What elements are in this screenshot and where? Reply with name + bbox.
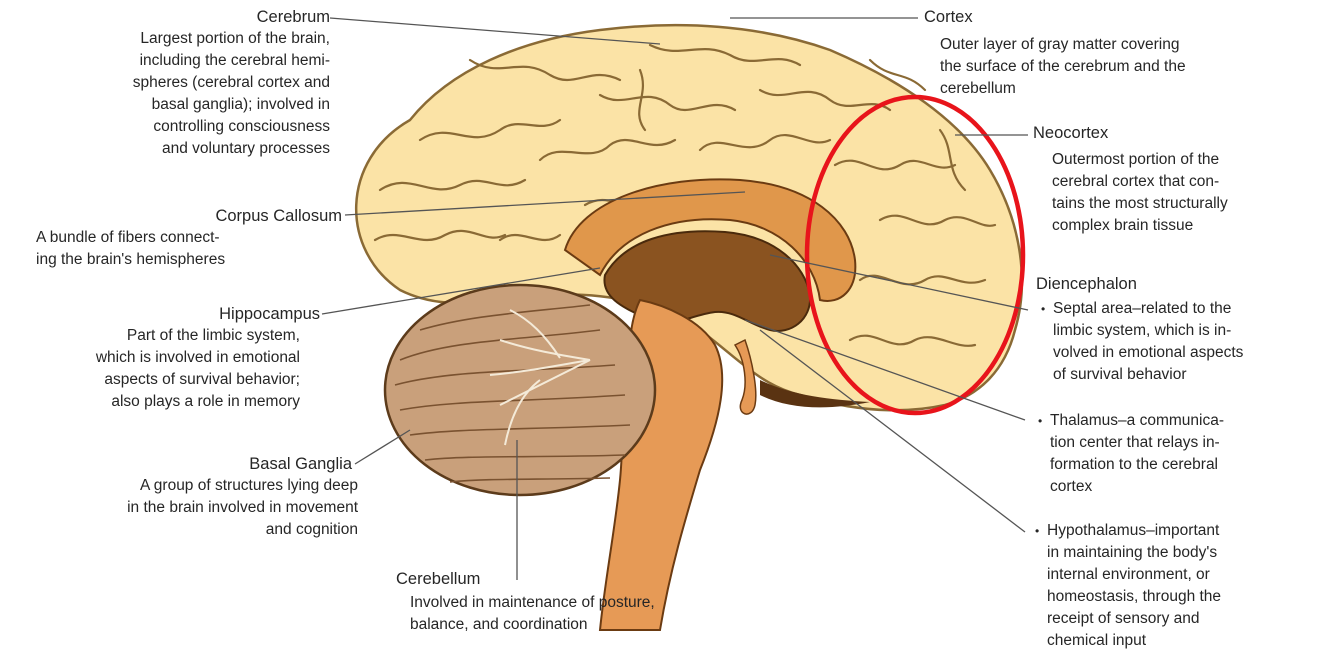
label-cerebrum-desc-4: basal ganglia); involved in — [30, 94, 330, 116]
label-cerebrum-title: Cerebrum — [30, 6, 330, 28]
label-hypothalamus-5: receipt of sensory and — [1047, 608, 1221, 630]
label-hippocampus-desc: Part of the limbic system, which is invo… — [0, 325, 300, 413]
label-septal-area-3: volved in emotional aspects — [1053, 342, 1243, 364]
label-basal-ganglia-desc-1: A group of structures lying deep — [20, 475, 358, 497]
label-thalamus-2: tion center that relays in- — [1050, 432, 1224, 454]
label-basal-ganglia-desc: A group of structures lying deep in the … — [20, 475, 358, 541]
label-hypothalamus-3: internal environment, or — [1047, 564, 1221, 586]
label-basal-ganglia-desc-2: in the brain involved in movement — [20, 497, 358, 519]
label-hippocampus: Hippocampus — [10, 303, 320, 325]
label-cortex-desc-1: Outer layer of gray matter covering — [940, 34, 1186, 56]
label-cerebrum: Cerebrum Largest portion of the brain, i… — [30, 6, 330, 160]
label-cerebellum: Cerebellum — [396, 568, 480, 590]
label-neocortex-desc-4: complex brain tissue — [1052, 215, 1228, 237]
label-corpus-callosum-desc: A bundle of fibers connect- ing the brai… — [36, 227, 225, 271]
label-basal-ganglia-title: Basal Ganglia — [40, 453, 352, 475]
label-cortex: Cortex — [924, 6, 973, 28]
label-septal-area-1: Septal area–related to the — [1053, 298, 1243, 320]
label-neocortex-desc-3: tains the most structurally — [1052, 193, 1228, 215]
label-diencephalon-title: Diencephalon — [1036, 273, 1137, 295]
label-neocortex-title: Neocortex — [1033, 122, 1108, 144]
label-thalamus: Thalamus–a communica- tion center that r… — [1050, 410, 1224, 498]
label-corpus-callosum: Corpus Callosum — [30, 205, 342, 227]
label-cerebellum-desc: Involved in maintenance of posture, bala… — [410, 592, 655, 636]
label-hypothalamus-1: Hypothalamus–important — [1047, 520, 1221, 542]
label-cortex-desc: Outer layer of gray matter covering the … — [940, 34, 1186, 100]
label-hypothalamus: Hypothalamus–important in maintaining th… — [1047, 520, 1221, 652]
label-septal-area-2: limbic system, which is in- — [1053, 320, 1243, 342]
label-hippocampus-title: Hippocampus — [10, 303, 320, 325]
label-cerebellum-desc-2: balance, and coordination — [410, 614, 655, 636]
cerebellum-shape — [385, 285, 655, 495]
label-hippocampus-desc-4: also plays a role in memory — [0, 391, 300, 413]
label-neocortex-desc: Outermost portion of the cerebral cortex… — [1052, 149, 1228, 237]
label-hippocampus-desc-3: aspects of survival behavior; — [0, 369, 300, 391]
label-thalamus-4: cortex — [1050, 476, 1224, 498]
label-septal-area: Septal area–related to the limbic system… — [1053, 298, 1243, 386]
label-cortex-desc-2: the surface of the cerebrum and the — [940, 56, 1186, 78]
label-cerebellum-desc-1: Involved in maintenance of posture, — [410, 592, 655, 614]
label-cerebellum-title: Cerebellum — [396, 568, 480, 590]
label-cerebrum-desc-2: including the cerebral hemi- — [30, 50, 330, 72]
label-neocortex-desc-1: Outermost portion of the — [1052, 149, 1228, 171]
label-thalamus-1: Thalamus–a communica- — [1050, 410, 1224, 432]
label-diencephalon: Diencephalon — [1036, 273, 1137, 295]
label-thalamus-3: formation to the cerebral — [1050, 454, 1224, 476]
label-neocortex-desc-2: cerebral cortex that con- — [1052, 171, 1228, 193]
label-neocortex: Neocortex — [1033, 122, 1108, 144]
label-septal-area-4: of survival behavior — [1053, 364, 1243, 386]
label-corpus-callosum-desc-2: ing the brain's hemispheres — [36, 249, 225, 271]
label-hypothalamus-4: homeostasis, through the — [1047, 586, 1221, 608]
label-cerebrum-desc-6: and voluntary processes — [30, 138, 330, 160]
label-basal-ganglia: Basal Ganglia — [40, 453, 352, 475]
label-basal-ganglia-desc-3: and cognition — [20, 519, 358, 541]
label-corpus-callosum-title: Corpus Callosum — [30, 205, 342, 227]
label-hypothalamus-2: in maintaining the body's — [1047, 542, 1221, 564]
label-hippocampus-desc-2: which is involved in emotional — [0, 347, 300, 369]
label-hypothalamus-6: chemical input — [1047, 630, 1221, 652]
label-corpus-callosum-desc-1: A bundle of fibers connect- — [36, 227, 225, 249]
label-hippocampus-desc-1: Part of the limbic system, — [0, 325, 300, 347]
label-cortex-title: Cortex — [924, 6, 973, 28]
label-cerebrum-desc-1: Largest portion of the brain, — [30, 28, 330, 50]
label-cerebrum-desc-3: spheres (cerebral cortex and — [30, 72, 330, 94]
label-cortex-desc-3: cerebellum — [940, 78, 1186, 100]
label-cerebrum-desc-5: controlling consciousness — [30, 116, 330, 138]
